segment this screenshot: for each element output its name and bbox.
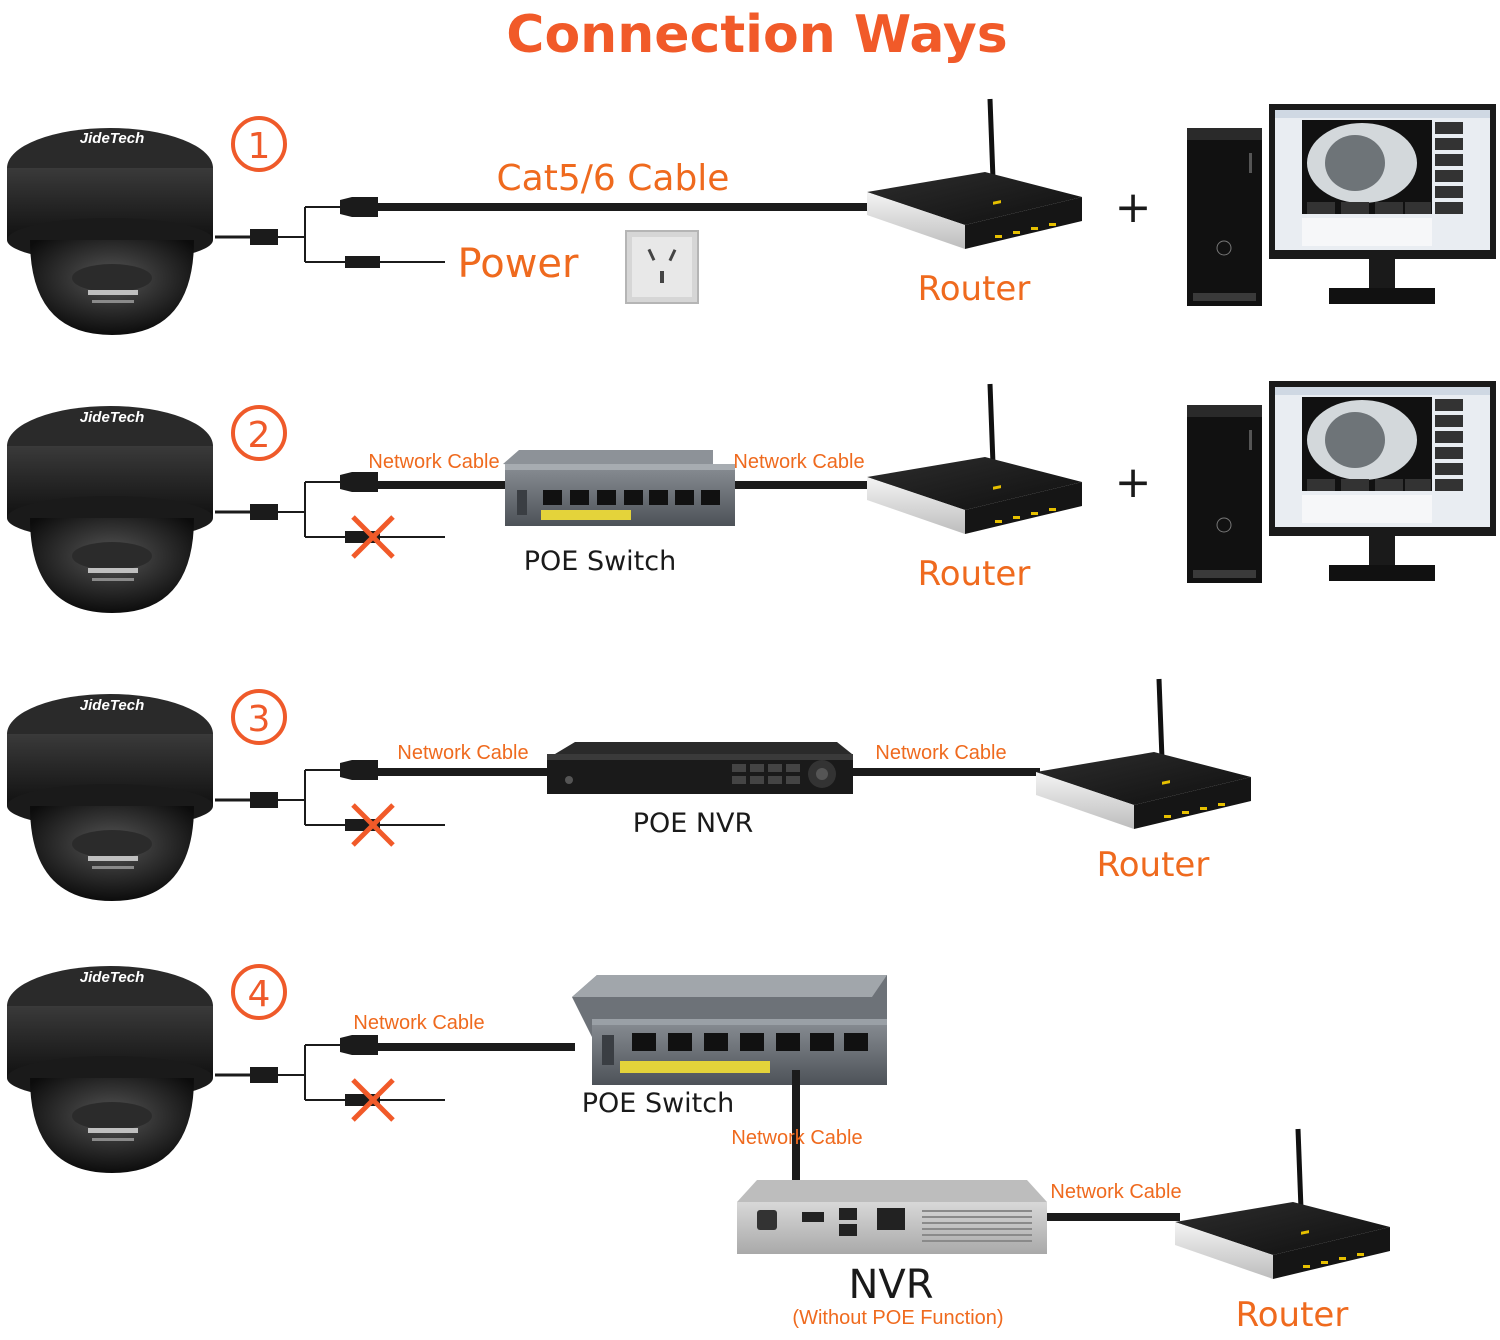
poe-nvr-icon <box>547 742 853 794</box>
computer-icon <box>1186 380 1497 584</box>
poe-switch-icon <box>503 450 735 526</box>
cable-right-label: Network Cable <box>875 742 1006 764</box>
device-label: POE NVR <box>633 808 754 839</box>
section-number: 2 <box>248 415 271 456</box>
section-number: 4 <box>248 974 271 1015</box>
router-icon <box>1036 679 1251 829</box>
cable-label: Cat5/6 Cable <box>497 158 730 199</box>
camera-brand: JideTech <box>80 969 144 986</box>
nvr-sub-label: (Without POE Function) <box>792 1307 1003 1329</box>
cable-splitter-icon <box>213 1033 382 1108</box>
plus-sign: + <box>1115 182 1152 233</box>
nvr-icon <box>737 1180 1047 1254</box>
section-3: JideTech 3 Network Cable POE NVR Network… <box>7 679 1251 901</box>
dome-camera-icon <box>7 694 213 901</box>
nvr-label: NVR <box>848 1262 933 1308</box>
cable-splitter-icon <box>213 195 382 270</box>
page-title: Connection Ways <box>506 5 1007 65</box>
cable-down-label: Network Cable <box>731 1127 862 1149</box>
camera-brand: JideTech <box>80 697 144 714</box>
cable-left-label: Network Cable <box>368 451 499 473</box>
section-4: JideTech 4 Network Cable POE Switch Netw… <box>7 964 1390 1335</box>
cable-splitter-icon <box>213 758 382 833</box>
router-icon <box>1175 1129 1390 1279</box>
dome-camera-icon <box>7 128 213 335</box>
section-2: JideTech 2 Network Cable POE Switch Netw… <box>7 380 1497 613</box>
cable-right-label: Network Cable <box>1050 1181 1181 1203</box>
svg-text:1: 1 <box>248 126 271 167</box>
router-label: Router <box>918 269 1031 309</box>
camera-brand: JideTech <box>80 409 144 426</box>
poe-switch-icon <box>572 975 887 1085</box>
router-icon <box>867 99 1082 249</box>
power-label: Power <box>458 241 579 287</box>
router-label: Router <box>1097 845 1210 885</box>
dome-camera-icon <box>7 966 213 1173</box>
cable-splitter-icon <box>213 470 382 545</box>
plus-sign: + <box>1115 457 1152 508</box>
cable-right-label: Network Cable <box>733 451 864 473</box>
computer-icon <box>1186 103 1497 307</box>
cable-left-label: Network Cable <box>353 1012 484 1034</box>
cable-left-label: Network Cable <box>397 742 528 764</box>
camera-brand: JideTech <box>80 130 144 147</box>
dome-camera-icon <box>7 406 213 613</box>
router-icon <box>867 384 1082 534</box>
power-outlet-icon <box>625 230 699 304</box>
router-label: Router <box>918 554 1031 594</box>
section-number: 3 <box>248 699 271 740</box>
device-label: POE Switch <box>582 1088 734 1119</box>
router-label: Router <box>1236 1295 1349 1335</box>
device-label: POE Switch <box>524 546 676 577</box>
section-1: JideTech ① 1 Cat5/6 Cable Power Router + <box>7 99 1497 335</box>
